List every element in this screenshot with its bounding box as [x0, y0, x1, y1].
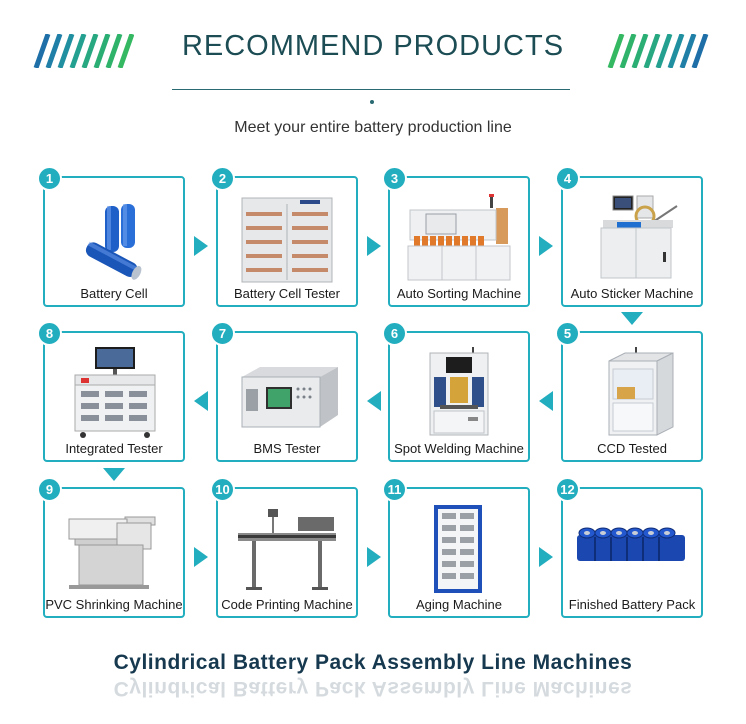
product-label: Auto Sticker Machine: [570, 286, 694, 301]
flow-arrow-right: [539, 236, 553, 256]
product-card-battery-cell-tester[interactable]: 2 Battery Cell Tester: [210, 166, 358, 307]
flow-arrow-left: [539, 391, 553, 411]
sticker-machine-icon: [600, 195, 678, 279]
product-card-auto-sticker-machine[interactable]: 4 Auto Sticker Machine: [555, 166, 703, 307]
code-printer-icon: [238, 509, 336, 590]
shrink-machine-icon: [68, 516, 156, 589]
product-card-ccd-tested[interactable]: 5 CCD Tested: [555, 321, 703, 462]
sorting-machine-icon: [407, 194, 511, 281]
product-card-integrated-tester[interactable]: 8 Integrated Tester: [37, 321, 185, 462]
flow-arrow-right: [539, 547, 553, 567]
product-card-finished-battery-pack[interactable]: 12 Finished Battery Pack: [555, 477, 703, 618]
decorative-stripes-left: [33, 34, 134, 68]
aging-cabinet-icon: [434, 505, 482, 593]
product-label: CCD Tested: [597, 441, 667, 456]
step-number-badge: 2: [210, 166, 235, 191]
flow-arrow-right: [367, 236, 381, 256]
title-divider: [172, 89, 570, 90]
step-number-badge: 3: [382, 166, 407, 191]
product-label: Battery Cell: [80, 286, 148, 301]
product-label: Spot Welding Machine: [394, 441, 524, 456]
page-subtitle: Meet your entire battery production line: [234, 119, 512, 136]
step-number-badge: 11: [382, 477, 407, 502]
product-label: Finished Battery Pack: [568, 597, 696, 612]
step-number-badge: 12: [555, 477, 580, 502]
step-number-badge: 5: [555, 321, 580, 346]
step-number-badge: 4: [555, 166, 580, 191]
flow-arrow-right: [194, 547, 208, 567]
battery-pack-icon: [577, 527, 685, 561]
footer-caption-reflection: Cylindrical Battery Pack Assembly Line M…: [113, 677, 633, 700]
cell-tester-cabinet-icon: [241, 197, 333, 283]
product-label: Auto Sorting Machine: [396, 286, 522, 301]
step-number-badge: 8: [37, 321, 62, 346]
step-number-badge: 6: [382, 321, 407, 346]
product-label: Code Printing Machine: [221, 597, 353, 612]
product-label: PVC Shrinking Machine: [45, 597, 183, 612]
decorative-stripes-right: [607, 34, 709, 68]
flow-arrow-left: [194, 391, 208, 411]
flow-arrow-right: [194, 236, 208, 256]
step-number-badge: 1: [37, 166, 62, 191]
product-card-bms-tester[interactable]: 7 BMS Tester: [210, 321, 358, 462]
product-card-spot-welding-machine[interactable]: 6 Spot Welding Machine: [382, 321, 530, 462]
product-card-code-printing-machine[interactable]: 10 Code Printing Machine: [210, 477, 358, 618]
flow-arrow-down: [103, 468, 125, 481]
bms-tester-icon: [241, 367, 338, 428]
product-label: BMS Tester: [253, 441, 321, 456]
ccd-tester-icon: [608, 347, 674, 436]
flow-arrow-right: [367, 547, 381, 567]
product-card-aging-machine[interactable]: 11 Aging Machine: [382, 477, 530, 618]
footer-caption: Cylindrical Battery Pack Assembly Line M…: [113, 651, 633, 674]
flow-arrow-left: [367, 391, 381, 411]
step-number-badge: 7: [210, 321, 235, 346]
battery-cell-icon: [85, 204, 142, 280]
flow-arrow-down: [621, 312, 643, 325]
page-title: RECOMMEND PRODUCTS: [181, 30, 565, 62]
step-number-badge: 9: [37, 477, 62, 502]
product-card-pvc-shrinking-machine[interactable]: 9 PVC Shrinking Machine: [37, 477, 185, 618]
product-card-auto-sorting-machine[interactable]: 3 Auto Sorting Machine: [382, 166, 530, 307]
product-card-battery-cell[interactable]: 1 Battery Cell: [37, 166, 185, 307]
product-label: Battery Cell Tester: [234, 286, 340, 301]
title-divider-dot: [370, 100, 374, 104]
product-label: Aging Machine: [416, 597, 502, 612]
product-label: Integrated Tester: [65, 441, 163, 456]
spot-welder-icon: [429, 347, 489, 436]
integrated-tester-icon: [74, 347, 156, 438]
step-number-badge: 10: [210, 477, 235, 502]
